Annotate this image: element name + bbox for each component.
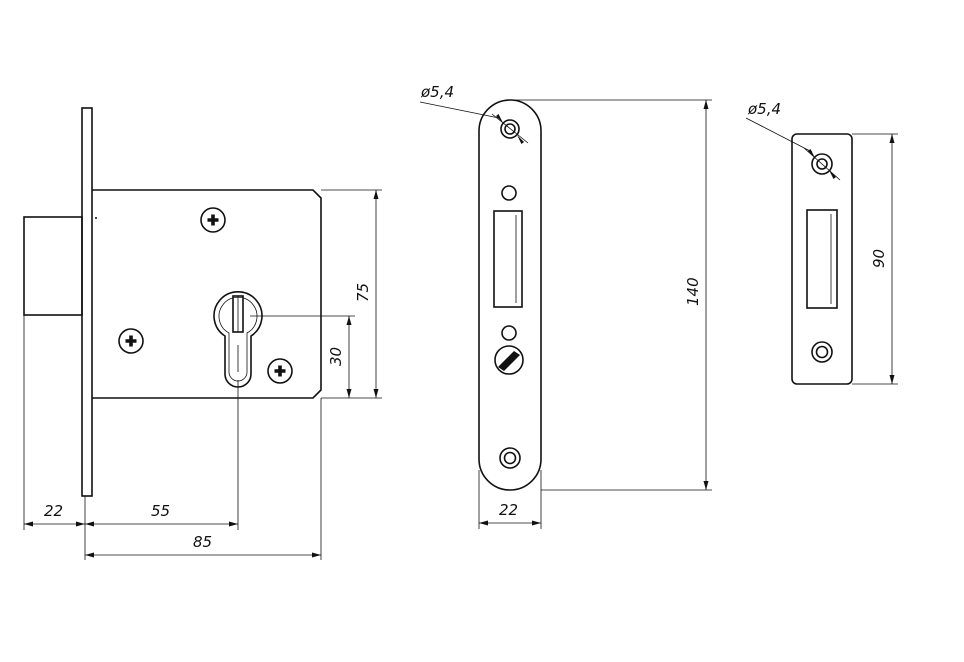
dim-faceplate-width: 22 [499,501,518,519]
dim-backset: 55 [151,502,170,520]
dim-body-depth: 22 [44,502,63,520]
strike-plate-view [791,133,853,385]
dim-faceplate-length: 140 [684,277,702,306]
faceplate-side [81,107,93,497]
lock-side-view [23,107,322,497]
dim-strike-hole: ø5,4 [747,100,781,118]
cylinder-opening [213,291,263,388]
latch-opening [493,210,523,308]
strike-opening [806,209,838,309]
screw-icon [494,345,524,375]
side-dimensions: 22 55 85 75 30 [23,189,382,560]
bolt-block [23,216,83,316]
dim-center-distance: 30 [327,347,345,366]
strike-dimensions: ø5,4 90 [745,100,898,385]
lock-case [92,189,322,399]
screw-icon [118,328,144,354]
faceplate-front-view [478,99,542,491]
strike-outline [791,133,853,385]
faceplate-dimensions: ø5,4 140 22 [419,83,712,529]
cylinder-inner [218,296,258,382]
dim-body-width: 85 [193,533,212,551]
dim-faceplate-hole: ø5,4 [420,83,454,101]
dim-body-height: 75 [354,283,372,302]
faceplate-outline [478,99,542,491]
screw-icon [267,358,293,384]
dim-strike-length: 90 [870,249,888,268]
screw-icon [200,207,226,233]
